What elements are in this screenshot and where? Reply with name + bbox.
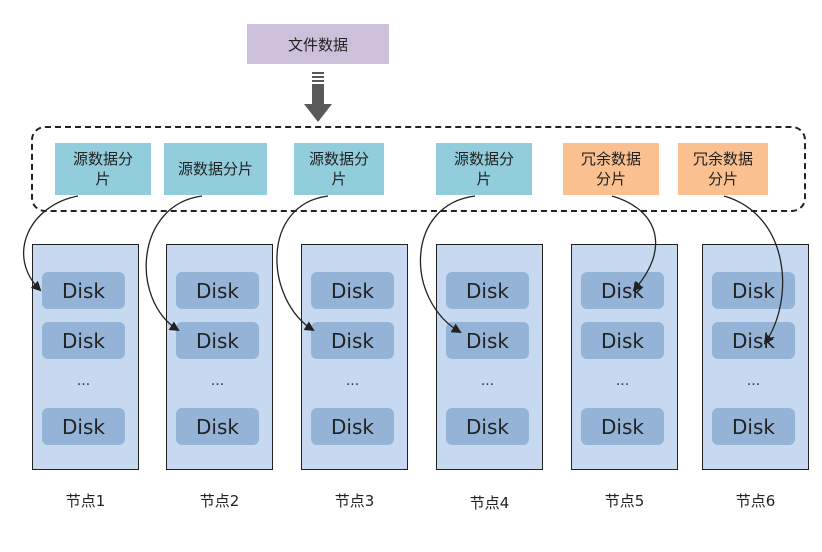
shard-label: 源数据分片 <box>72 150 133 188</box>
disk: Disk <box>712 322 795 359</box>
shard-label: 源数据分片 <box>177 160 253 178</box>
node-5: Disk Disk ... Disk <box>571 244 678 470</box>
disk: Disk <box>176 408 259 445</box>
disk: Disk <box>581 272 664 309</box>
disk: Disk <box>42 322 125 359</box>
source-shard-2: 源数据分片 <box>164 143 267 195</box>
node-label: 节点1 <box>65 492 106 510</box>
redundant-shard-2: 冗余数据分片 <box>678 143 768 195</box>
disk: Disk <box>311 272 394 309</box>
source-shard-3: 源数据分片 <box>294 143 384 195</box>
node-3: Disk Disk ... Disk <box>301 244 408 470</box>
shard-label: 冗余数据分片 <box>692 150 753 188</box>
node-4: Disk Disk ... Disk <box>436 244 543 470</box>
down-arrow-icon <box>304 72 332 122</box>
disk: Disk <box>446 408 529 445</box>
disk: Disk <box>581 322 664 359</box>
node-1: Disk Disk ... Disk <box>32 244 139 470</box>
redundant-shard-1: 冗余数据分片 <box>563 143 659 195</box>
source-shard-1: 源数据分片 <box>55 143 151 195</box>
source-shard-4: 源数据分片 <box>436 143 532 195</box>
node-2: Disk Disk ... Disk <box>166 244 273 470</box>
shard-container <box>31 126 806 212</box>
disk: Disk <box>712 272 795 309</box>
shard-label: 冗余数据分片 <box>580 150 641 188</box>
node-label: 节点2 <box>199 492 240 510</box>
node-label: 节点4 <box>469 494 510 512</box>
disk: Disk <box>712 408 795 445</box>
disk-ellipsis: ... <box>615 373 630 389</box>
disk-ellipsis: ... <box>480 373 495 389</box>
disk-ellipsis: ... <box>210 373 225 389</box>
disk-ellipsis: ... <box>746 373 761 389</box>
node-6: Disk Disk ... Disk <box>702 244 809 470</box>
disk: Disk <box>446 322 529 359</box>
disk: Disk <box>176 322 259 359</box>
disk: Disk <box>581 408 664 445</box>
disk-ellipsis: ... <box>76 373 91 389</box>
disk: Disk <box>176 272 259 309</box>
shard-label: 源数据分片 <box>453 150 514 188</box>
shard-label: 源数据分片 <box>308 150 369 188</box>
file-data-label: 文件数据 <box>287 35 348 54</box>
disk: Disk <box>42 408 125 445</box>
node-label: 节点3 <box>334 492 375 510</box>
disk: Disk <box>311 408 394 445</box>
node-label: 节点5 <box>604 492 645 510</box>
disk-ellipsis: ... <box>345 373 360 389</box>
disk: Disk <box>311 322 394 359</box>
disk: Disk <box>42 272 125 309</box>
node-label: 节点6 <box>735 492 776 510</box>
disk: Disk <box>446 272 529 309</box>
file-data-box: 文件数据 <box>247 24 389 64</box>
